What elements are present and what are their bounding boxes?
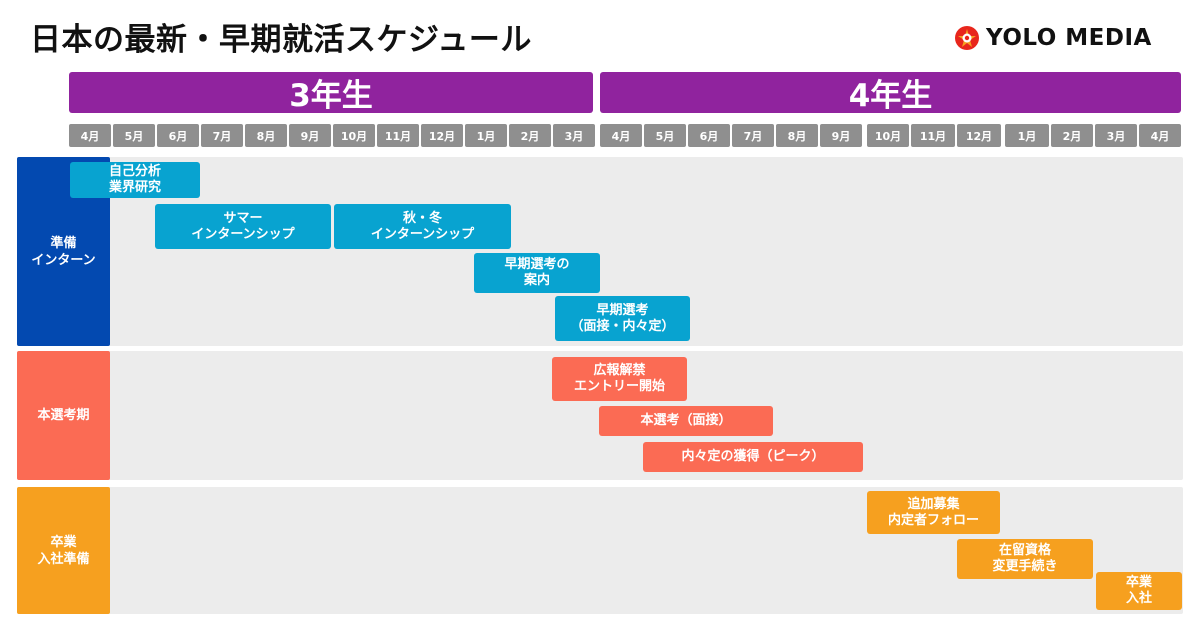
section-label-main: 本選考期: [17, 351, 110, 480]
flower-logo-icon: [955, 26, 979, 50]
month-chip: 11月: [377, 124, 419, 147]
month-chip: 4月: [69, 124, 111, 147]
month-chip: 2月: [509, 124, 551, 147]
task-graduation-joining: 卒業 入社: [1096, 572, 1182, 610]
month-chip: 1月: [1005, 124, 1049, 147]
page-title: 日本の最新・早期就活スケジュール: [30, 22, 532, 58]
logo-text: YOLO MEDIA: [986, 25, 1152, 51]
month-chip: 5月: [644, 124, 686, 147]
month-chip: 9月: [289, 124, 331, 147]
month-chip: 1月: [465, 124, 507, 147]
task-autumn-winter-internship: 秋・冬 インターンシップ: [334, 204, 511, 249]
section-label-graduation: 卒業 入社準備: [17, 487, 110, 614]
year-bar-4: 4年生: [600, 72, 1181, 114]
month-chip: 12月: [957, 124, 1001, 147]
month-chip: 9月: [820, 124, 862, 147]
month-chip: 4月: [600, 124, 642, 147]
month-chip: 10月: [867, 124, 909, 147]
month-chip: 3月: [1095, 124, 1137, 147]
month-chip: 8月: [245, 124, 287, 147]
task-summer-internship: サマー インターンシップ: [155, 204, 331, 249]
task-pr-release: 広報解禁 エントリー開始: [552, 357, 687, 401]
month-chip: 12月: [421, 124, 463, 147]
year-bar-3: 3年生: [69, 72, 593, 114]
month-chip: 11月: [911, 124, 955, 147]
task-offer-peak: 内々定の獲得（ピーク）: [643, 442, 863, 472]
task-additional-recruiting: 追加募集 内定者フォロー: [867, 491, 1000, 534]
month-chip: 3月: [553, 124, 595, 147]
task-early-selection-notice: 早期選考の 案内: [474, 253, 600, 293]
yolo-media-logo: YOLO MEDIA: [954, 24, 1152, 52]
month-chip: 7月: [732, 124, 774, 147]
task-visa-change: 在留資格 変更手続き: [957, 539, 1093, 579]
month-chip: 5月: [113, 124, 155, 147]
task-early-selection: 早期選考 （面接・内々定）: [555, 296, 690, 341]
month-chip: 6月: [688, 124, 730, 147]
month-chip: 7月: [201, 124, 243, 147]
task-main-interview: 本選考（面接）: [599, 406, 773, 436]
month-chip: 2月: [1051, 124, 1093, 147]
month-chip: 4月: [1139, 124, 1181, 147]
month-chip: 8月: [776, 124, 818, 147]
month-chip: 10月: [333, 124, 375, 147]
month-chip: 6月: [157, 124, 199, 147]
task-self-analysis: 自己分析 業界研究: [70, 162, 200, 198]
